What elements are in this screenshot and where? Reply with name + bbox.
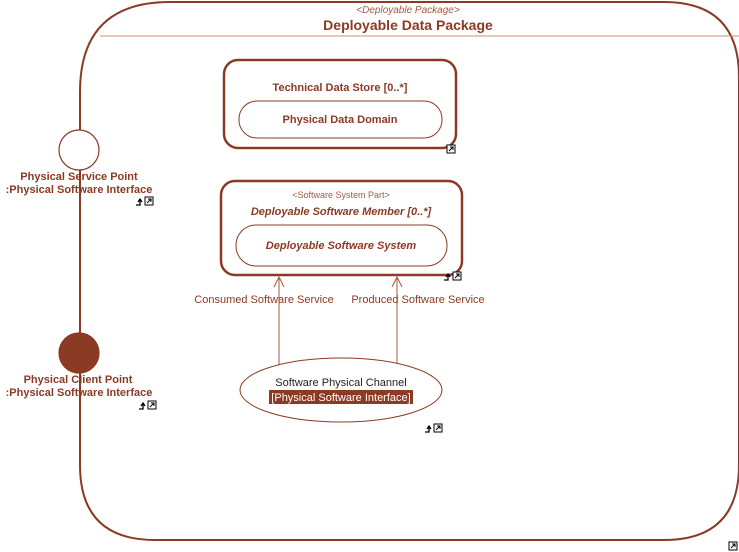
package-frame[interactable]: [79, 1, 739, 541]
technical-data-store-title: Technical Data Store [0..*]: [273, 82, 408, 94]
consumed-service-label: Consumed Software Service: [194, 294, 333, 306]
technical-data-store-block[interactable]: [222, 58, 458, 150]
software-member-block[interactable]: [219, 179, 464, 277]
navigate-icon[interactable]: [444, 272, 451, 281]
physical-data-domain-block[interactable]: [238, 100, 443, 139]
physical-data-domain-label: Physical Data Domain: [283, 114, 398, 126]
package-stereotype: <Deployable Package>: [356, 5, 460, 16]
arrowhead-icon: [391, 275, 403, 288]
navigate-icon[interactable]: [136, 197, 143, 206]
service-point-type: :Physical Software Interface: [6, 184, 153, 196]
physical-client-point-port[interactable]: [58, 332, 100, 374]
deployable-software-system-block[interactable]: [235, 224, 448, 267]
client-point-type: :Physical Software Interface: [6, 387, 153, 399]
produced-service-label: Produced Software Service: [351, 294, 484, 306]
expand-icon[interactable]: [728, 541, 738, 551]
channel-name: Software Physical Channel: [275, 377, 406, 389]
software-member-stereotype: <Software System Part>: [292, 190, 390, 200]
expand-icon[interactable]: [452, 271, 462, 281]
channel-type: [Physical Software Interface]: [271, 392, 410, 404]
expand-icon[interactable]: [433, 423, 443, 433]
service-point-name: Physical Service Point: [20, 171, 138, 183]
navigate-icon[interactable]: [425, 424, 432, 433]
package-title: Deployable Data Package: [323, 17, 493, 33]
arrowhead-icon: [273, 275, 285, 288]
client-point-name: Physical Client Point: [24, 374, 133, 386]
deployable-software-system-label: Deployable Software System: [266, 240, 417, 252]
navigate-icon[interactable]: [139, 401, 146, 410]
channel-type-highlight: [269, 390, 413, 404]
physical-service-point-port[interactable]: [58, 129, 100, 171]
expand-icon[interactable]: [147, 400, 157, 410]
expand-icon[interactable]: [144, 196, 154, 206]
software-member-title: Deployable Software Member [0..*]: [251, 206, 432, 218]
expand-icon[interactable]: [446, 144, 456, 154]
